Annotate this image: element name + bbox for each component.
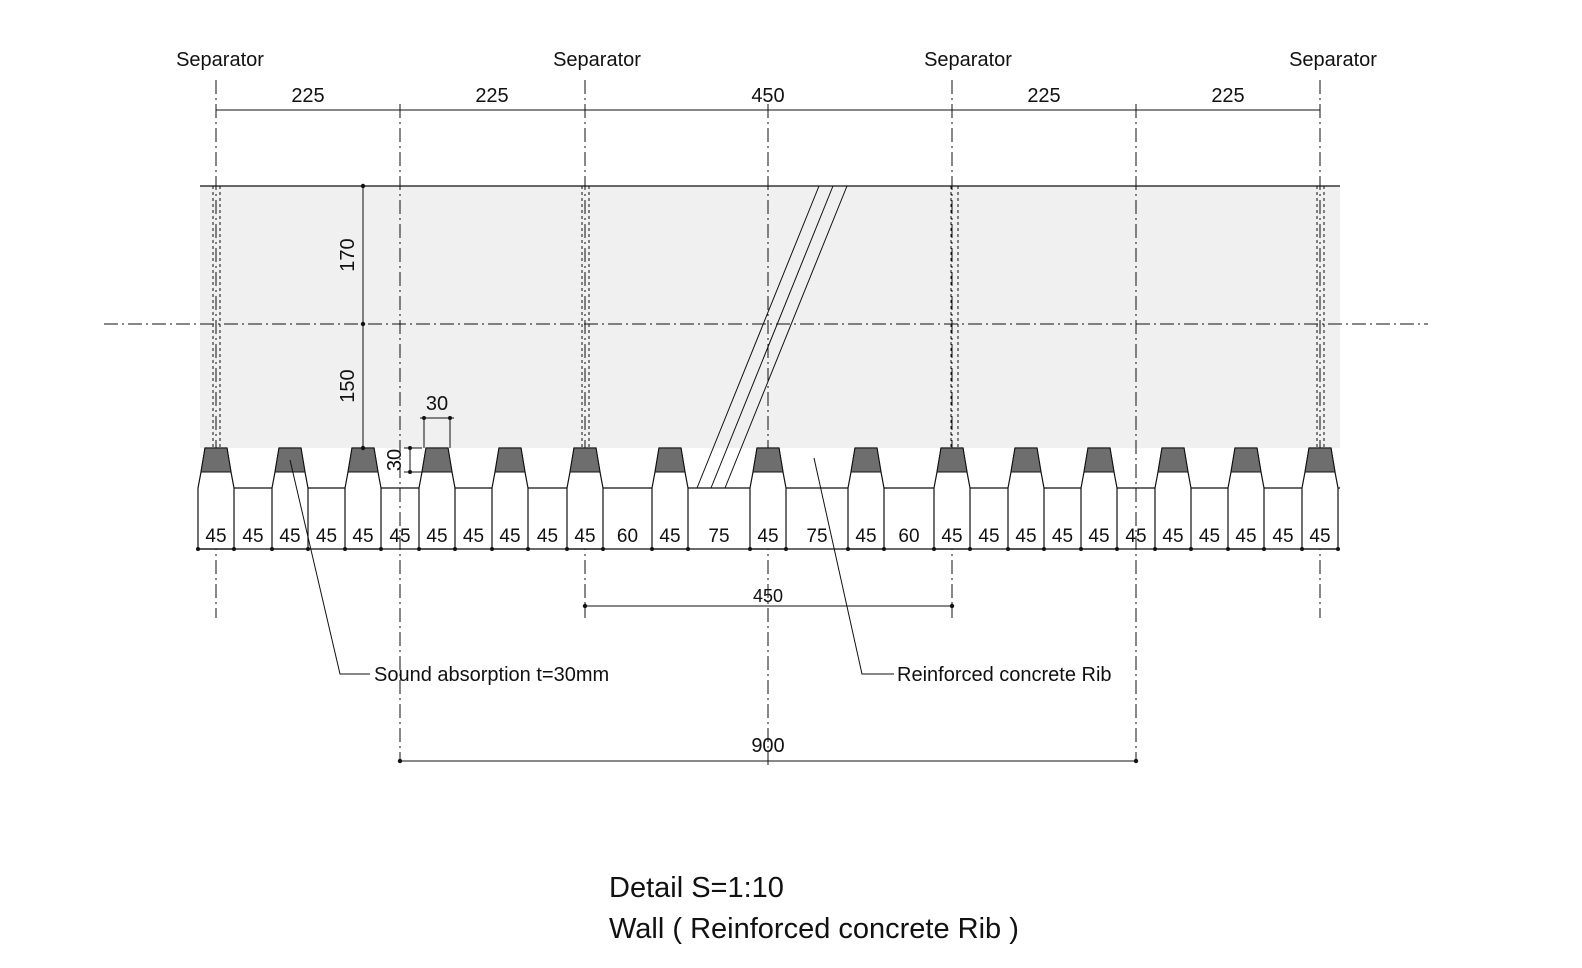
rib-segment-label: 45 <box>463 526 484 547</box>
rib-segment-label: 45 <box>499 526 520 547</box>
sound-absorption-cap <box>1304 447 1336 473</box>
top-dim-5: 225 <box>1211 85 1244 107</box>
rib <box>271 447 309 550</box>
rib <box>491 447 529 550</box>
rib-segment-label: 45 <box>1052 526 1073 547</box>
break-lines <box>696 185 848 489</box>
rib-segment-label: 45 <box>352 526 373 547</box>
wall-body <box>200 186 1340 448</box>
separator-label-2: Separator <box>553 49 641 71</box>
rib-segment-label: 45 <box>978 526 999 547</box>
rib <box>847 447 885 550</box>
sound-absorption-cap <box>936 447 968 473</box>
concrete-ribs <box>197 447 1340 550</box>
sound-absorption-leader <box>289 459 370 675</box>
sound-absorption-cap <box>421 447 453 473</box>
rib-segment-label: 45 <box>1088 526 1109 547</box>
top-dimension-chain <box>215 104 1321 116</box>
sound-absorption-cap <box>1230 447 1262 473</box>
vertical-dimension <box>360 183 366 451</box>
sound-absorption-cap <box>569 447 601 473</box>
rib <box>1301 447 1339 550</box>
rib-segment-label: 45 <box>316 526 337 547</box>
rib-segment-label: 45 <box>1015 526 1036 547</box>
sound-absorption-cap <box>1157 447 1189 473</box>
concrete-rib-leader <box>813 457 894 675</box>
drawing-title-name: Wall ( Reinforced concrete Rib ) <box>609 913 1019 945</box>
rib <box>1080 447 1118 550</box>
separator-joints <box>212 186 1325 448</box>
sound-absorption-cap <box>494 447 526 473</box>
rib-segment-label: 75 <box>708 526 729 547</box>
rib-segment-label: 75 <box>806 526 827 547</box>
rib <box>1227 447 1265 550</box>
rib-segment-label: 45 <box>389 526 410 547</box>
rib-segment-label: 60 <box>617 526 638 547</box>
rib <box>344 447 382 550</box>
rib-segment-dimensions: 45 45 45 45 45 45 45 45 45 45 45 60 45 75 45 75 45 60 45 45… <box>196 520 1340 551</box>
rib <box>566 447 604 550</box>
rib <box>1154 447 1192 550</box>
sound-absorption-label: Sound absorption t=30mm <box>374 664 609 686</box>
middle-dimension <box>582 603 955 609</box>
bottom-dim-label: 900 <box>751 735 784 757</box>
sound-absorption-cap <box>752 447 784 473</box>
top-dim-2: 225 <box>475 85 508 107</box>
rib-segment-label: 45 <box>426 526 447 547</box>
middle-dim-label: 450 <box>753 586 783 606</box>
rib-segment-label: 45 <box>1309 526 1330 547</box>
rib-segment-label: 45 <box>941 526 962 547</box>
absorption-dim-height: 30 <box>384 449 406 471</box>
top-dim-3: 450 <box>751 85 784 107</box>
rib-segment-label: 45 <box>659 526 680 547</box>
separator-label-1: Separator <box>176 49 264 71</box>
separator-label-3: Separator <box>924 49 1012 71</box>
rib-segment-label: 45 <box>855 526 876 547</box>
rib <box>197 447 235 550</box>
absorption-dim-width: 30 <box>426 393 448 415</box>
sound-absorption-cap <box>1083 447 1115 473</box>
rib-segment-label: 45 <box>1235 526 1256 547</box>
separator-label-4: Separator <box>1289 49 1377 71</box>
rib-segment-label: 60 <box>898 526 919 547</box>
top-dim-4: 225 <box>1027 85 1060 107</box>
drawing-title-scale: Detail S=1:10 <box>609 872 784 904</box>
sound-absorption-cap <box>200 447 232 473</box>
absorption-dimension <box>404 416 454 474</box>
vertical-dim-upper: 170 <box>337 238 359 271</box>
rib-segment-label: 45 <box>757 526 778 547</box>
rib <box>418 447 456 550</box>
bottom-dimension <box>397 758 1139 764</box>
rib-segment-label: 45 <box>242 526 263 547</box>
grid-centerlines <box>215 80 1321 765</box>
sound-absorption-cap <box>850 447 882 473</box>
vertical-dim-lower: 150 <box>337 369 359 402</box>
sound-absorption-cap <box>654 447 686 473</box>
rib-segment-label: 45 <box>279 526 300 547</box>
rib <box>1007 447 1045 550</box>
rib-segment-label: 45 <box>537 526 558 547</box>
rib-segment-label: 45 <box>1272 526 1293 547</box>
rib-segment-label: 45 <box>574 526 595 547</box>
sound-absorption-cap <box>1010 447 1042 473</box>
rib-segment-label: 45 <box>1125 526 1146 547</box>
rib-segment-label: 45 <box>1199 526 1220 547</box>
rib <box>651 447 689 550</box>
top-dim-1: 225 <box>291 85 324 107</box>
rib-segment-label: 45 <box>1162 526 1183 547</box>
sound-absorption-cap <box>347 447 379 473</box>
concrete-rib-label: Reinforced concrete Rib <box>897 664 1112 686</box>
rib-segment-label: 45 <box>205 526 226 547</box>
